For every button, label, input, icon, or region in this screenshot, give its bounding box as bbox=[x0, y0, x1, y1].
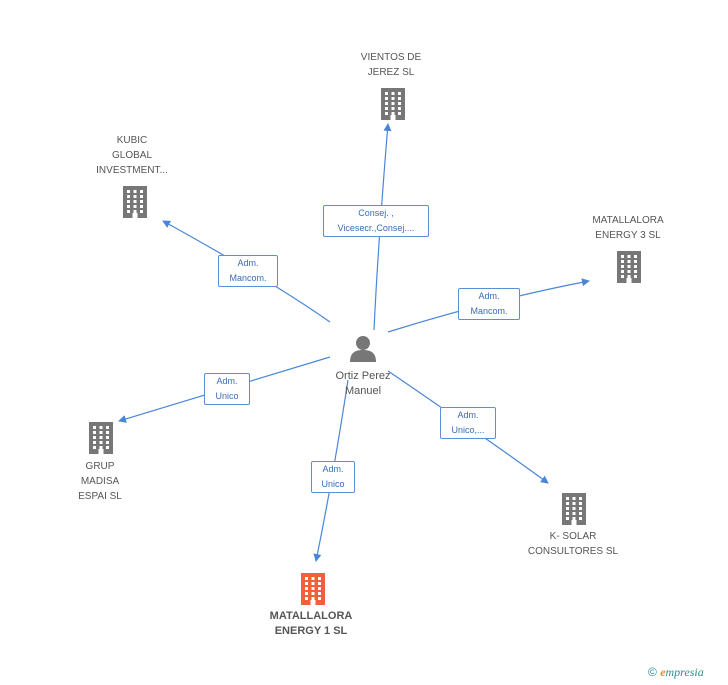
edge-label-matallalora1: Adm. Unico bbox=[311, 461, 355, 493]
building-icon[interactable] bbox=[86, 420, 116, 454]
brand-logo[interactable]: empresia bbox=[660, 665, 704, 679]
edge-label-matallalora3: Adm. Mancom. bbox=[458, 288, 520, 320]
company-label-matallalora3[interactable]: MATALLALORA ENERGY 3 SL bbox=[592, 215, 664, 241]
company-label-matallalora1[interactable]: MATALLALORA ENERGY 1 SL bbox=[269, 610, 353, 637]
company-label-kubic[interactable]: KUBIC GLOBAL INVESTMENT... bbox=[96, 135, 168, 176]
company-label-vientos[interactable]: VIENTOS DE JEREZ SL bbox=[360, 52, 422, 78]
edge-label-kubic: Adm. Mancom. bbox=[218, 255, 278, 287]
building-icon[interactable] bbox=[614, 249, 644, 283]
copyright-footer[interactable]: © empresia bbox=[648, 665, 704, 680]
copyright-symbol: © bbox=[648, 665, 657, 679]
edge-label-grup: Adm. Unico bbox=[204, 373, 250, 405]
edge-label-vientos: Consej. , Vicesecr.,Consej.... bbox=[323, 205, 429, 237]
building-icon[interactable] bbox=[559, 491, 589, 525]
building-icon[interactable] bbox=[120, 184, 150, 218]
person-icon[interactable] bbox=[348, 334, 378, 362]
company-label-grup[interactable]: GRUP MADISA ESPAI SL bbox=[78, 461, 122, 502]
center-person-label[interactable]: Ortiz Perez Manuel bbox=[335, 370, 391, 397]
building-icon[interactable] bbox=[378, 86, 408, 120]
building-icon-highlighted[interactable] bbox=[298, 571, 328, 605]
edge-label-ksolar: Adm. Unico,... bbox=[440, 407, 496, 439]
company-label-ksolar[interactable]: K- SOLAR CONSULTORES SL bbox=[527, 531, 619, 557]
